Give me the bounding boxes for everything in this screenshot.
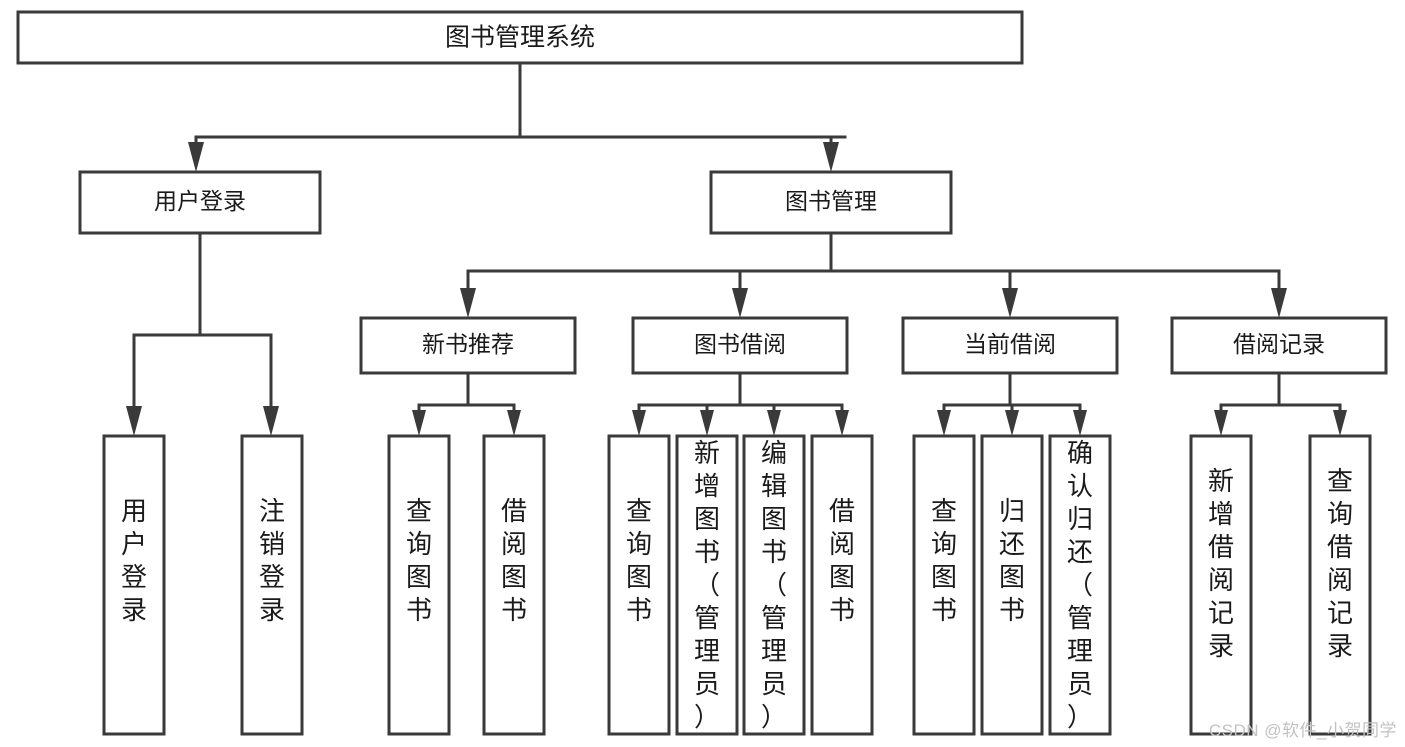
- node-user-login[interactable]: 用户登录: [78, 170, 322, 235]
- connector-user-login-to-leaves: [126, 231, 279, 436]
- leaf-user-login-0[interactable]: 用户登录: [102, 434, 166, 736]
- node-current-borrow[interactable]: 当前借阅: [901, 316, 1119, 375]
- connector-new-book-recommend-to-leaves: [412, 371, 521, 436]
- leaf-label-vertical: 查询图书: [406, 496, 432, 625]
- node-book-management[interactable]: 图书管理: [709, 170, 953, 235]
- leaf-label-vertical: 用户登录: [121, 496, 147, 625]
- node-book-borrow[interactable]: 图书借阅: [631, 316, 849, 375]
- node-new-book-recommend[interactable]: 新书推荐: [359, 316, 577, 375]
- leaf-label-vertical: 借阅图书: [501, 496, 527, 625]
- node-new-book-recommend-label: 新书推荐: [422, 331, 514, 357]
- leaf-label-vertical: 新增图书（管理员）: [694, 438, 720, 732]
- node-root[interactable]: 图书管理系统: [16, 10, 1024, 65]
- leaf-borrow-record-0[interactable]: 新增借阅记录: [1189, 434, 1253, 736]
- leaf-label-vertical: 归还图书: [999, 496, 1025, 625]
- leaf-book-borrow-2[interactable]: 编辑图书（管理员）: [742, 434, 806, 736]
- connector-borrow-record-to-leaves: [1214, 371, 1347, 436]
- node-root-label: 图书管理系统: [445, 24, 595, 52]
- leaf-label-vertical: 查询图书: [931, 496, 957, 625]
- connector-book-borrow-to-leaves: [632, 371, 849, 436]
- leaf-label-vertical: 借阅图书: [829, 496, 855, 625]
- leaf-book-borrow-3[interactable]: 借阅图书: [810, 434, 874, 736]
- leaf-book-borrow-1[interactable]: 新增图书（管理员）: [675, 434, 739, 736]
- leaf-label-vertical: 查询借阅记录: [1327, 466, 1353, 661]
- node-book-borrow-label: 图书借阅: [694, 331, 786, 357]
- leaf-current-borrow-2[interactable]: 确认归还（管理员）: [1048, 434, 1112, 736]
- leaf-label-vertical: 确认归还（管理员）: [1067, 438, 1093, 732]
- node-book-management-label: 图书管理: [785, 188, 877, 214]
- connector-root-to-level1: [188, 61, 847, 172]
- leaf-current-borrow-0[interactable]: 查询图书: [912, 434, 976, 736]
- node-borrow-record-label: 借阅记录: [1233, 331, 1325, 357]
- connector-current-borrow-to-leaves: [937, 371, 1087, 436]
- node-borrow-record[interactable]: 借阅记录: [1170, 316, 1388, 375]
- leaf-new-book-recommend-0[interactable]: 查询图书: [387, 434, 451, 736]
- connector-book-management-to-level2: [460, 231, 1287, 318]
- leaf-current-borrow-1[interactable]: 归还图书: [980, 434, 1044, 736]
- leaf-label-vertical: 编辑图书（管理员）: [761, 438, 787, 732]
- leaf-label-vertical: 查询图书: [626, 496, 652, 625]
- leaf-book-borrow-0[interactable]: 查询图书: [607, 434, 671, 736]
- leaf-label-vertical: 新增借阅记录: [1208, 466, 1234, 661]
- leaf-new-book-recommend-1[interactable]: 借阅图书: [482, 434, 546, 736]
- leaf-label-vertical: 注销登录: [259, 496, 285, 625]
- leaf-user-login-1[interactable]: 注销登录: [240, 434, 304, 736]
- node-user-login-label: 用户登录: [154, 188, 246, 214]
- leaf-borrow-record-1[interactable]: 查询借阅记录: [1308, 434, 1372, 736]
- csdn-watermark: CSDN @软件_小贺同学: [1208, 721, 1397, 740]
- node-current-borrow-label: 当前借阅: [964, 331, 1056, 357]
